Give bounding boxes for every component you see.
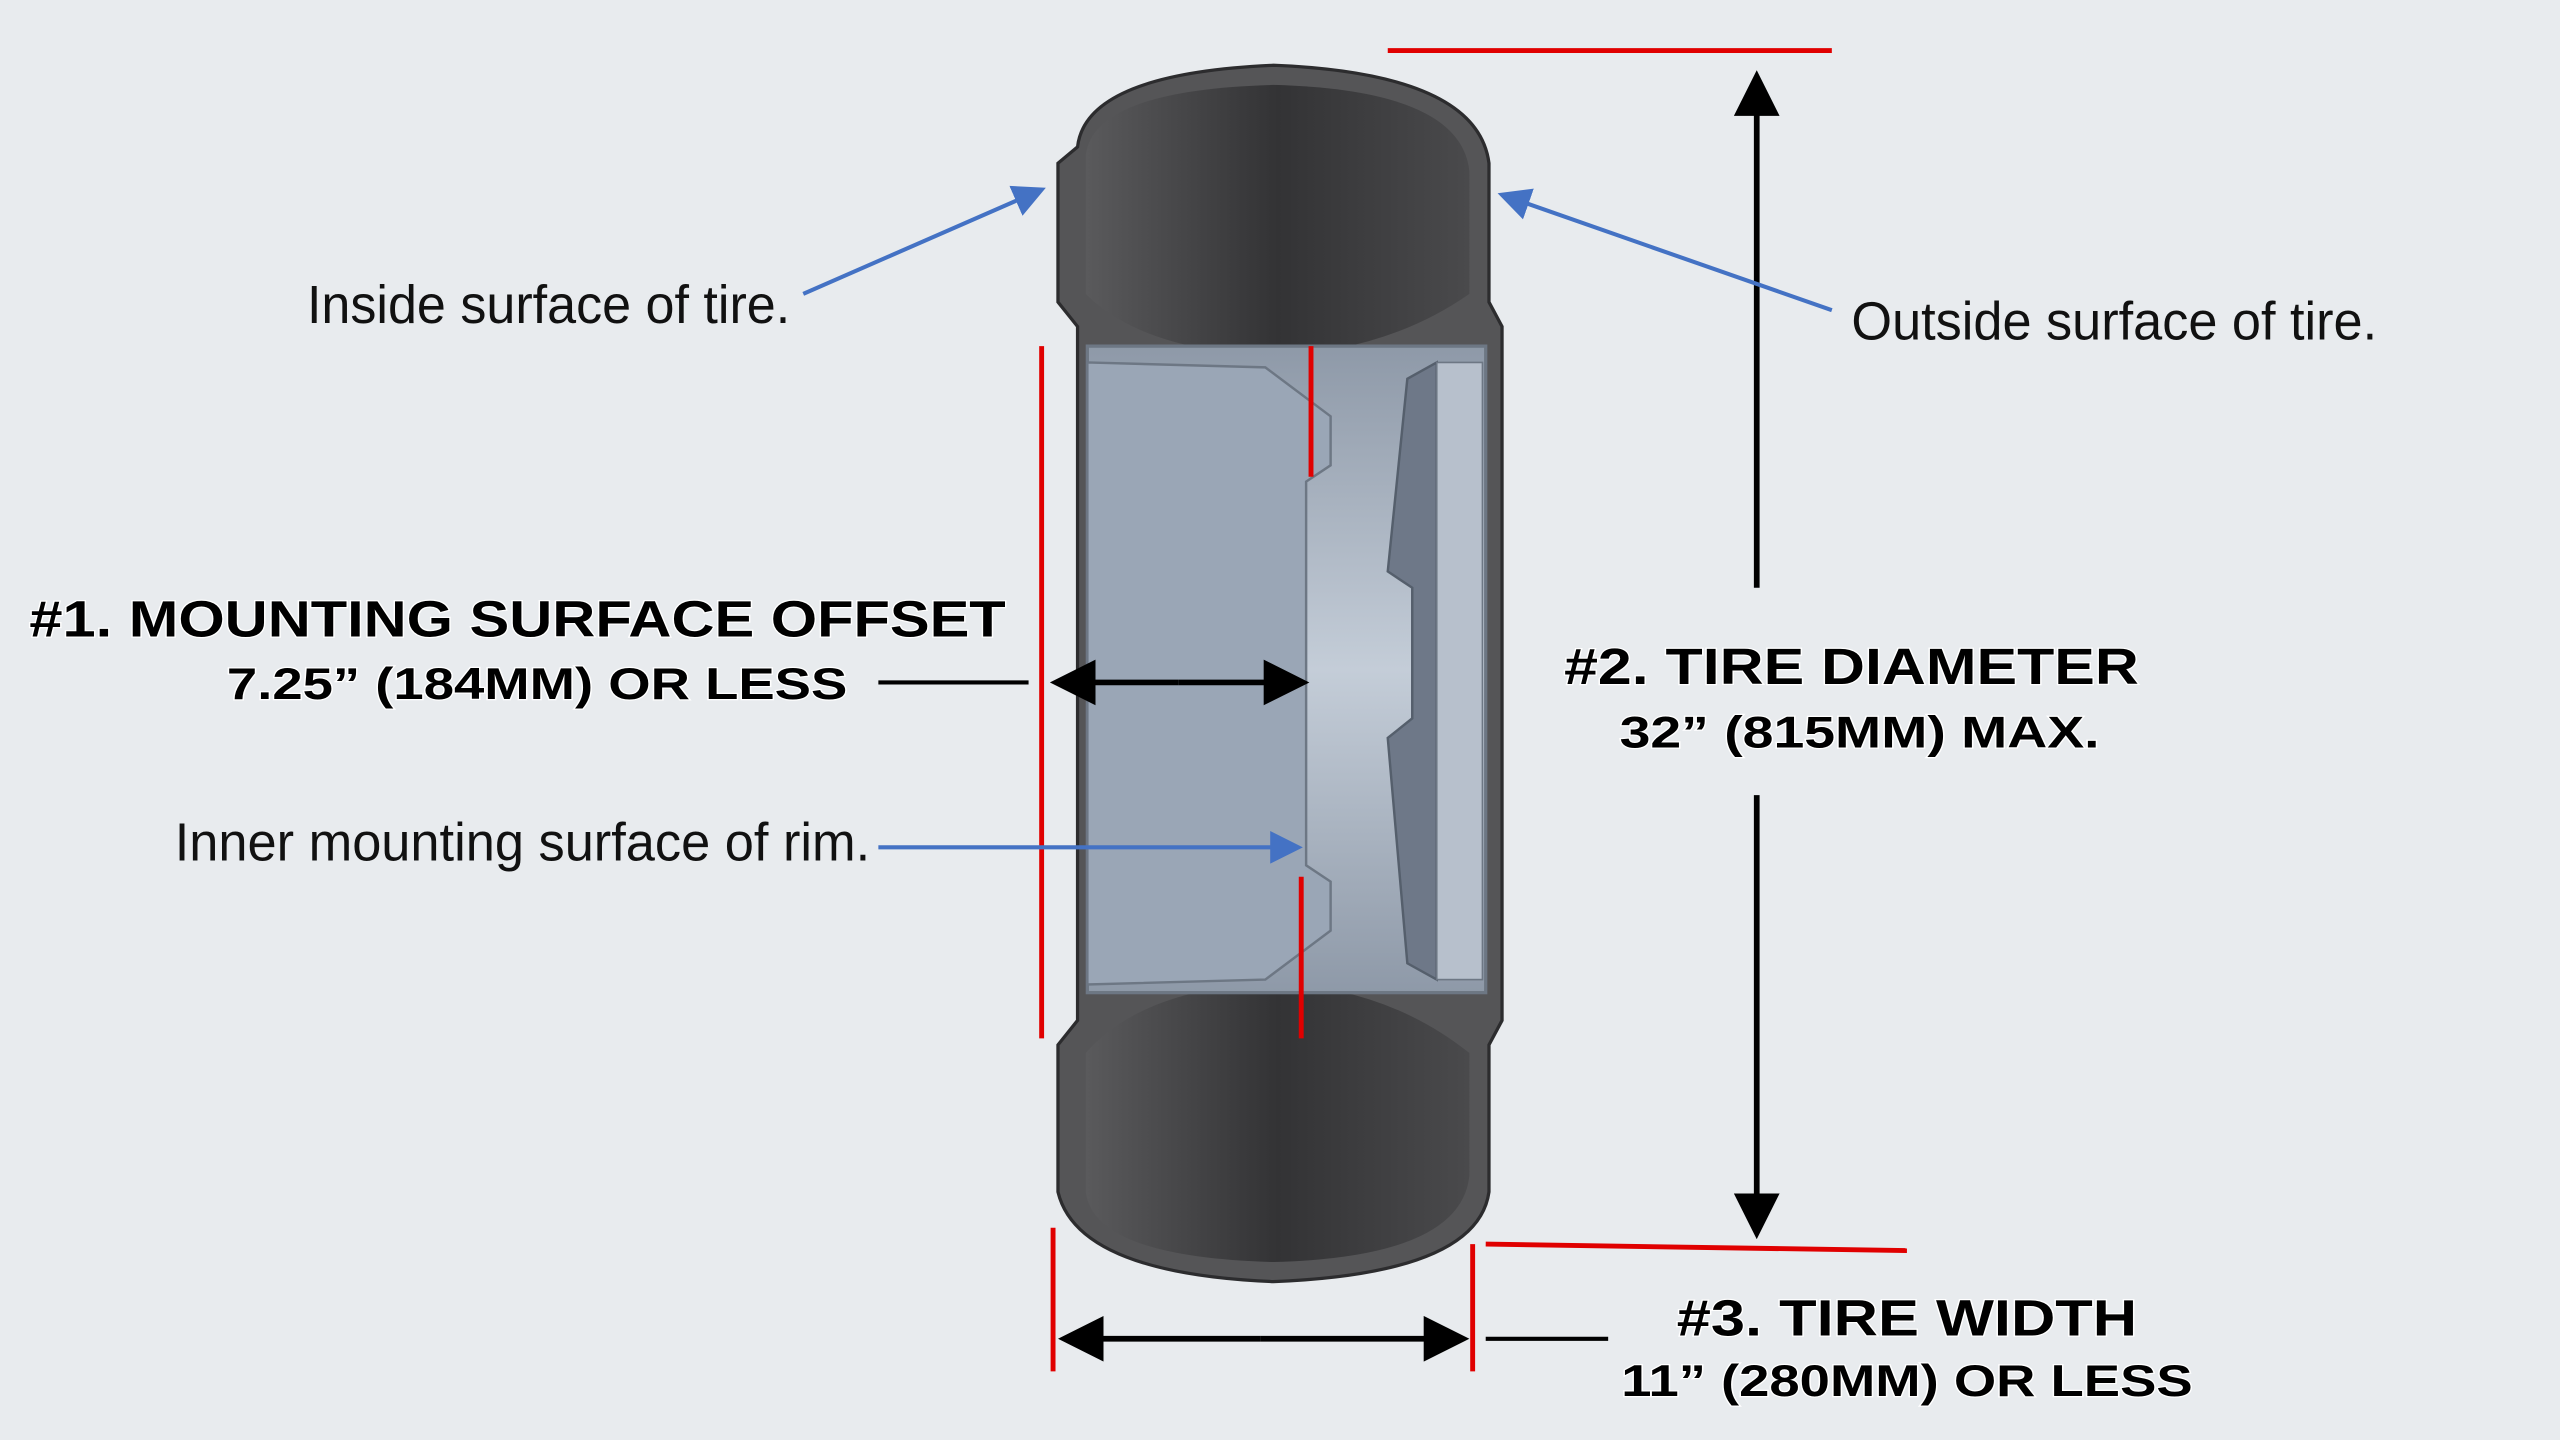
dimension-arrows bbox=[878, 70, 1780, 1362]
width-value: 11” (280MM) OR LESS bbox=[1621, 1357, 2192, 1406]
diameter-value: 32” (815MM) MAX. bbox=[1620, 709, 2100, 758]
pointers bbox=[802, 185, 1833, 864]
reference-lines bbox=[1039, 48, 1907, 1372]
inner-mounting-label: Inner mounting surface of rim. bbox=[175, 812, 871, 872]
diameter-title: #2. TIRE DIAMETER bbox=[1564, 638, 2139, 695]
bottom-diameter-line bbox=[1485, 1241, 1907, 1254]
outside-surface-pointer bbox=[1497, 188, 1833, 313]
offset-value: 7.25” (184MM) OR LESS bbox=[227, 660, 847, 709]
offset-title: #1. MOUNTING SURFACE OFFSET bbox=[29, 591, 1005, 648]
inside-surface-pointer bbox=[802, 185, 1046, 296]
rim-cross-section bbox=[1085, 344, 1488, 995]
inside-surface-label: Inside surface of tire. bbox=[307, 275, 790, 335]
width-title: #3. TIRE WIDTH bbox=[1677, 1290, 2137, 1347]
outside-surface-label: Outside surface of tire. bbox=[1851, 292, 2377, 352]
